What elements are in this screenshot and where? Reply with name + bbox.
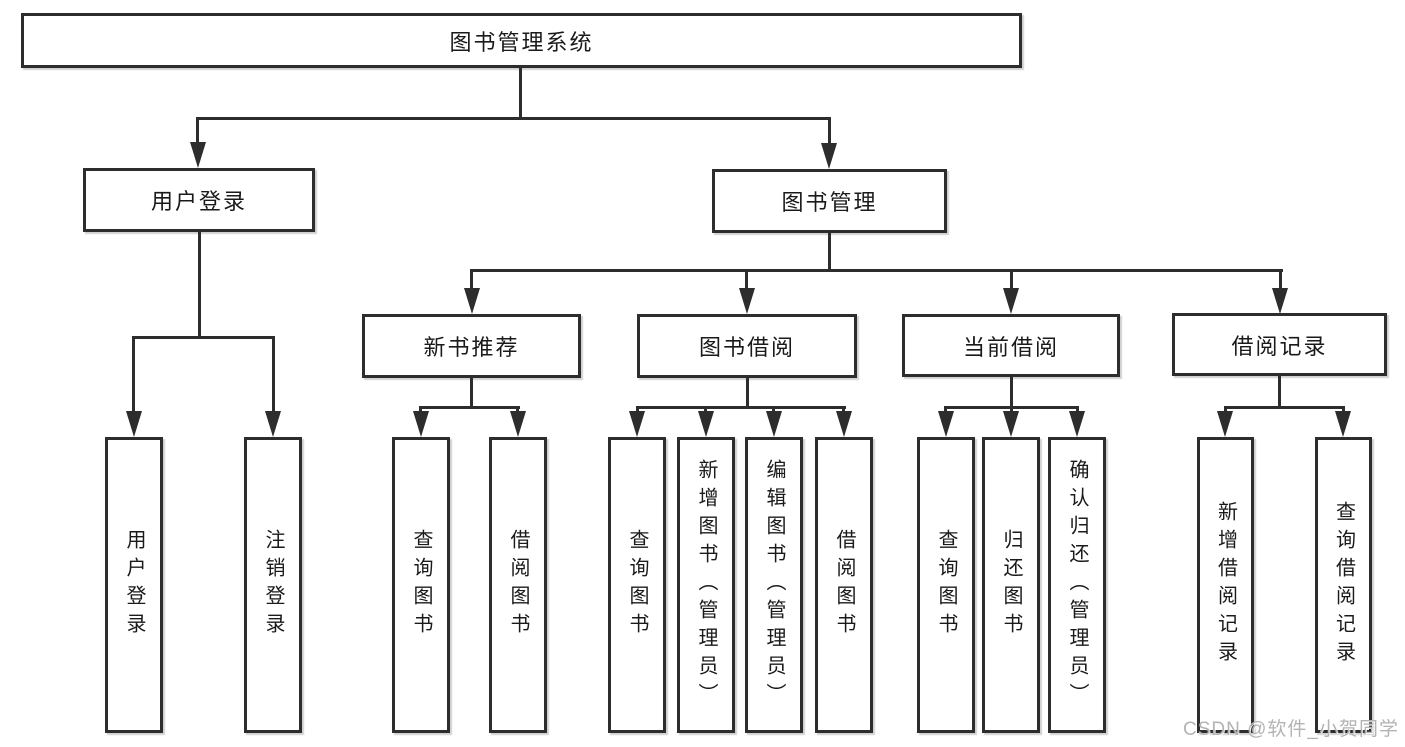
arrow-down-icon (1003, 288, 1019, 314)
connector-line (745, 269, 748, 290)
leaf-add-borrow-record: 新增借阅记录 (1197, 437, 1254, 733)
node-label: 当前借阅 (962, 334, 1059, 360)
leaf-query-books-borrow: 查询图书 (608, 437, 666, 733)
connector-line (1010, 406, 1013, 413)
arrow-down-icon (1069, 411, 1085, 437)
node-label: 借阅记录 (1231, 333, 1328, 359)
node-borrow-record: 借阅记录 (1172, 313, 1387, 376)
connector-line (1224, 406, 1227, 413)
leaf-query-borrow-record: 查询借阅记录 (1315, 437, 1372, 733)
leaf-borrow-books-recommend: 借阅图书 (489, 437, 547, 733)
connector-line (196, 117, 199, 145)
leaf-label: 查询借阅记录 (1332, 501, 1355, 669)
connector-line (419, 406, 520, 409)
arrow-down-icon (766, 411, 782, 437)
connector-line (198, 232, 201, 336)
node-current-borrow: 当前借阅 (902, 314, 1120, 377)
connector-line (470, 378, 473, 406)
connector-line (419, 406, 422, 413)
connector-line (1278, 376, 1281, 406)
leaf-label: 确认归还（管理员） (1066, 459, 1088, 711)
connector-line (470, 269, 1283, 272)
leaf-label: 借阅图书 (833, 529, 855, 641)
connector-line (828, 117, 831, 146)
leaf-label: 编辑图书（管理员） (763, 459, 785, 711)
arrow-down-icon (464, 288, 480, 314)
leaf-edit-book-admin: 编辑图书（管理员） (745, 437, 803, 733)
connector-line (842, 406, 845, 413)
node-root-library-system: 图书管理系统 (21, 13, 1022, 68)
arrow-down-icon (739, 288, 755, 314)
leaf-label: 归还图书 (1000, 529, 1022, 641)
arrow-down-icon (190, 142, 206, 168)
node-book-borrow: 图书借阅 (637, 314, 857, 378)
connector-line (132, 336, 274, 339)
connector-line (1076, 406, 1079, 413)
connector-line (1010, 377, 1013, 406)
leaf-label: 查询图书 (626, 529, 648, 641)
connector-line (1279, 269, 1282, 290)
node-label: 图书管理系统 (449, 29, 594, 55)
arrow-down-icon (1217, 411, 1233, 437)
node-label: 图书管理 (781, 190, 878, 215)
connector-line (470, 269, 473, 290)
connector-line (704, 406, 707, 413)
arrow-down-icon (1272, 288, 1288, 314)
leaf-query-books-recommend: 查询图书 (392, 437, 450, 733)
connector-line (636, 406, 639, 413)
arrow-down-icon (510, 411, 526, 437)
connector-line (944, 406, 947, 413)
leaf-logout: 注销登录 (244, 437, 302, 733)
leaf-confirm-return-admin: 确认归还（管理员） (1048, 437, 1106, 733)
connector-line (132, 336, 135, 413)
csdn-watermark: CSDN @软件_小贺同学 (1183, 719, 1399, 740)
leaf-label: 注销登录 (262, 529, 284, 641)
node-label: 用户登录 (150, 189, 247, 214)
connector-line (1010, 269, 1013, 290)
arrow-down-icon (126, 411, 142, 437)
leaf-label: 新增图书（管理员） (695, 459, 717, 711)
leaf-user-login: 用户登录 (105, 437, 163, 733)
connector-line (1224, 406, 1345, 409)
connector-line (746, 378, 749, 406)
arrow-down-icon (629, 411, 645, 437)
arrow-down-icon (821, 143, 837, 169)
connector-line (519, 68, 522, 117)
arrow-down-icon (698, 411, 714, 437)
leaf-query-books-current: 查询图书 (917, 437, 975, 733)
leaf-label: 借阅图书 (507, 529, 529, 641)
arrow-down-icon (836, 411, 852, 437)
arrow-down-icon (265, 411, 281, 437)
node-book-management: 图书管理 (712, 169, 947, 233)
node-user-login: 用户登录 (83, 168, 315, 232)
connector-line (516, 406, 519, 413)
connector-line (272, 336, 275, 413)
leaf-label: 查询图书 (410, 529, 432, 641)
leaf-label: 查询图书 (935, 529, 957, 641)
leaf-borrow-books: 借阅图书 (815, 437, 873, 733)
arrow-down-icon (938, 411, 954, 437)
connector-line (197, 117, 831, 120)
connector-line (1342, 406, 1345, 413)
arrow-down-icon (1335, 411, 1351, 437)
leaf-label: 新增借阅记录 (1214, 501, 1237, 669)
arrow-down-icon (413, 411, 429, 437)
leaf-add-book-admin: 新增图书（管理员） (677, 437, 735, 733)
node-new-book-recommend: 新书推荐 (362, 314, 581, 378)
arrow-down-icon (1003, 411, 1019, 437)
node-label: 新书推荐 (423, 335, 520, 360)
leaf-return-book: 归还图书 (982, 437, 1040, 733)
leaf-label: 用户登录 (123, 529, 145, 641)
connector-line (636, 406, 846, 409)
connector-line (828, 233, 831, 269)
connector-line (772, 406, 775, 413)
node-label: 图书借阅 (698, 335, 795, 360)
